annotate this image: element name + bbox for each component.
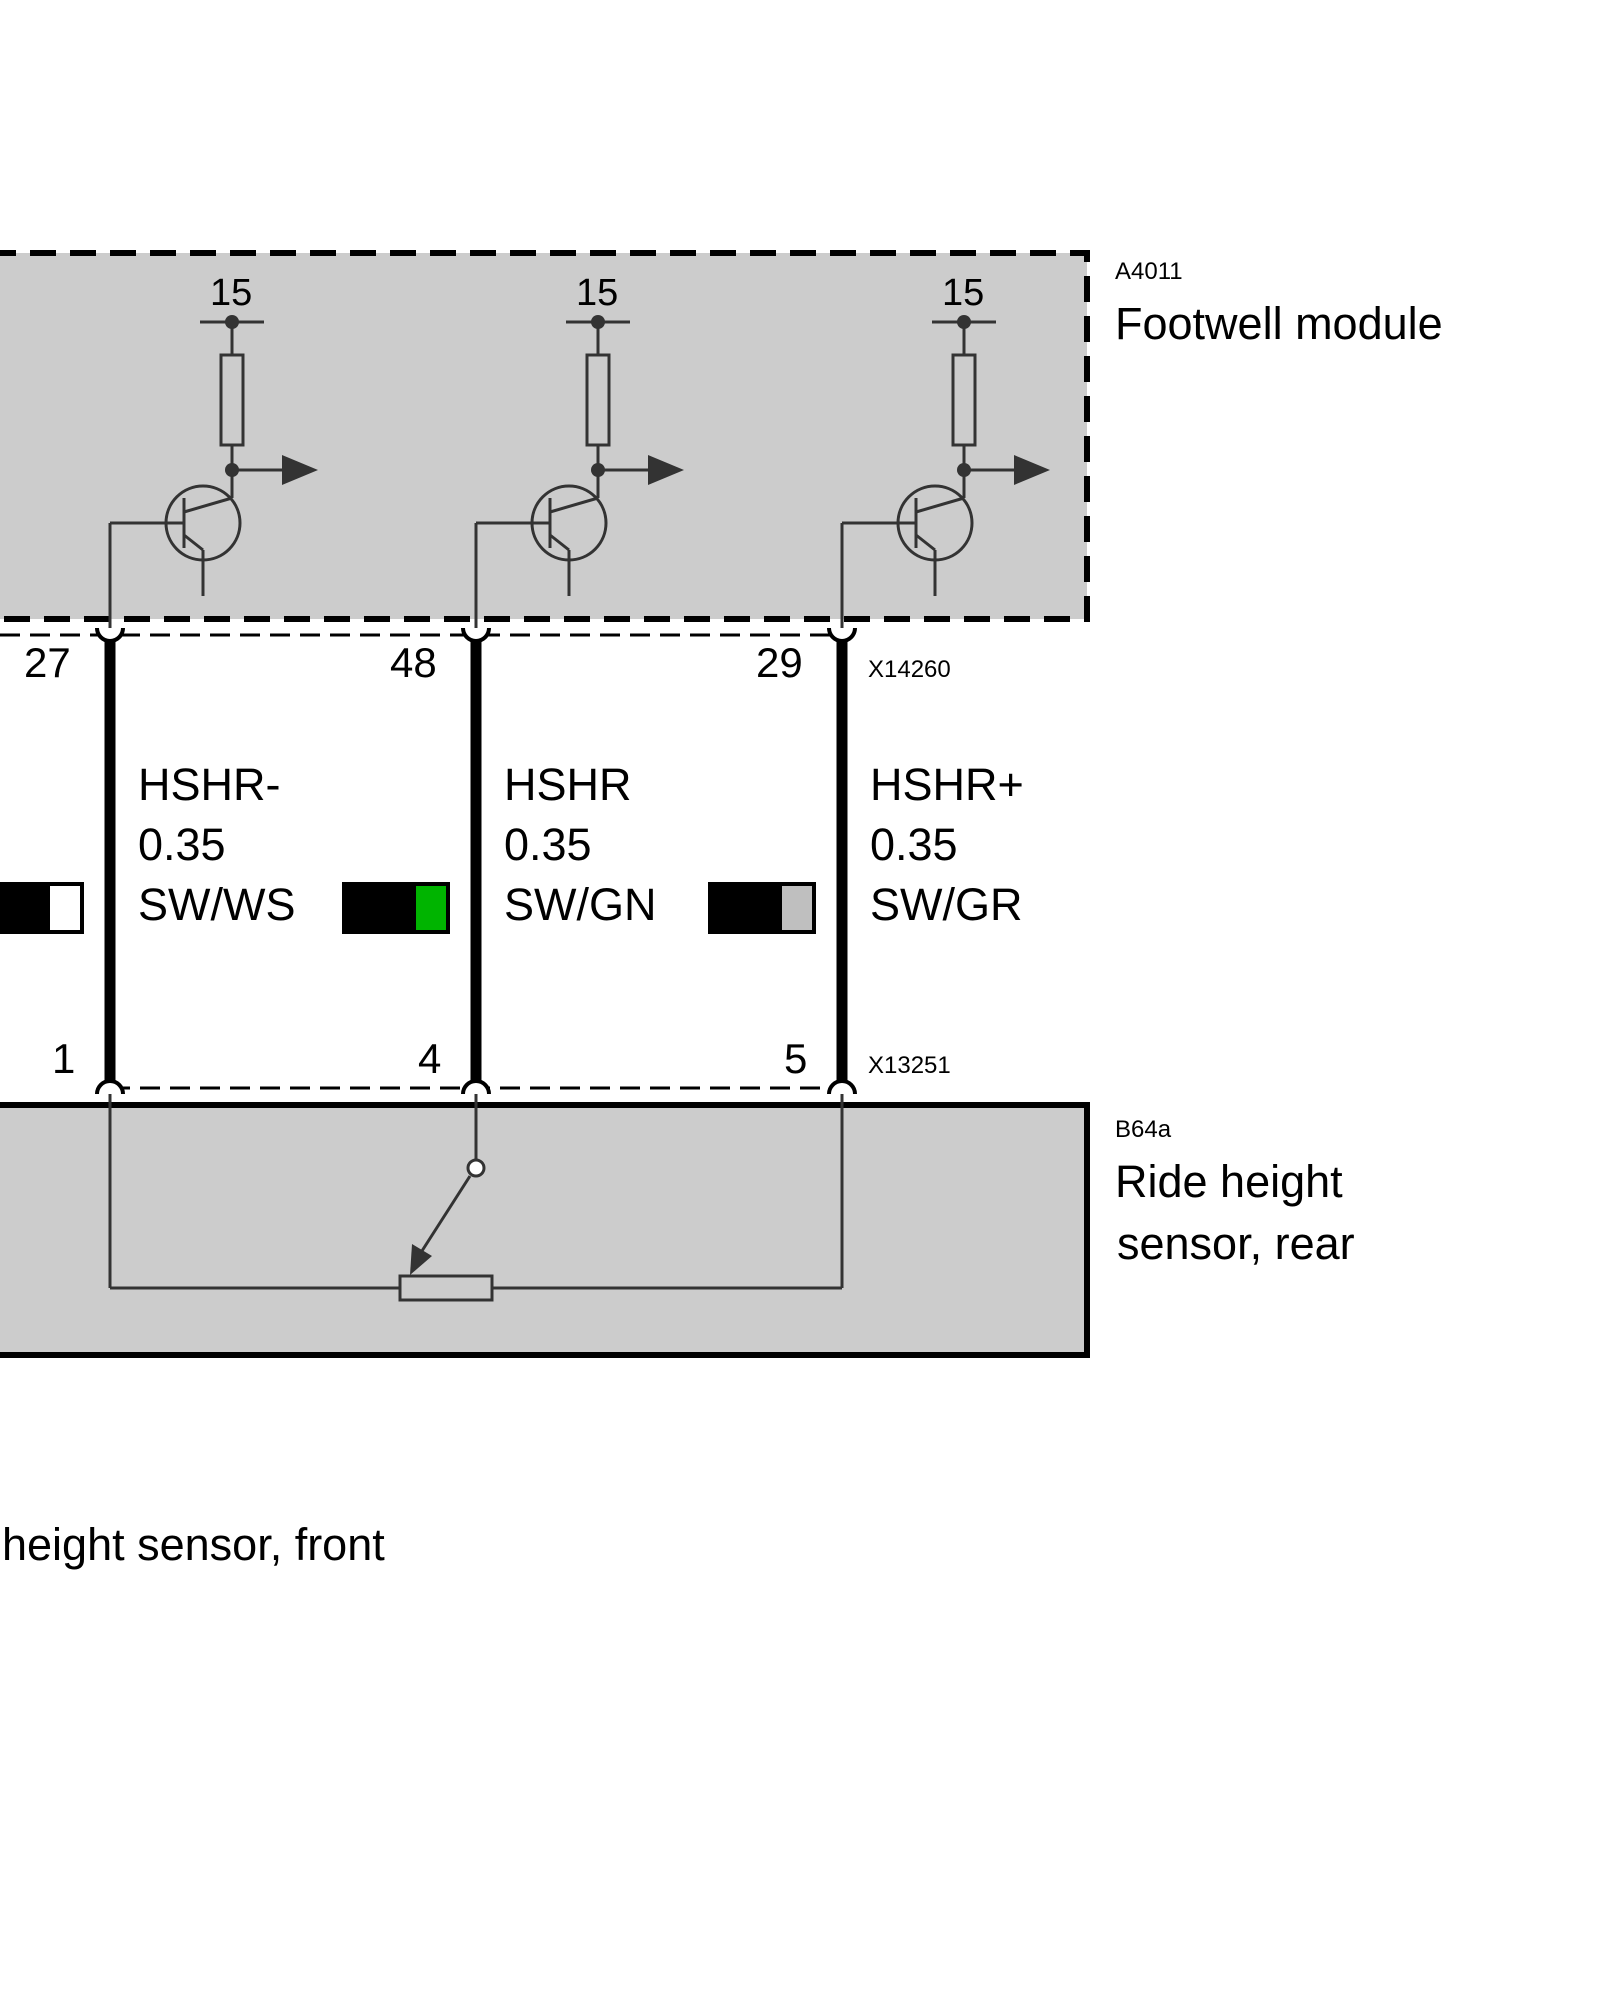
sensor-circuit [108,1094,844,1302]
wiper-arrow [410,1244,432,1275]
supply-label-1: 15 [210,272,252,314]
pin-bottom-1: 1 [52,1035,75,1082]
pin-top-29: 29 [756,639,803,686]
sensor-id: B64a [1115,1116,1172,1143]
wire-2-color-code: SW/GN [504,879,657,930]
wire-1-size: 0.35 [138,819,226,870]
wire-1-signal: HSHR- [138,759,281,810]
sensor-name-line2: sensor, rear [1117,1218,1355,1269]
transistor-stage-2 [474,320,648,628]
pin-bottom-5: 5 [784,1035,807,1082]
transistor-stage-1 [108,320,282,628]
footwell-module-border [0,250,1090,622]
footwell-module-box [0,253,1087,619]
connector-top-id: X14260 [868,656,951,683]
supply-label-2: 15 [576,272,618,314]
pin-top-27: 27 [24,639,71,686]
wire-2-size: 0.35 [504,819,592,870]
supply-label-3: 15 [942,272,984,314]
wire-1-color-code: SW/WS [138,879,295,930]
wire-1-swatch [0,882,84,934]
wire-2-swatch [342,882,450,934]
ride-height-sensor-box [0,1102,1090,1358]
front-sensor-label: height sensor, front [2,1519,385,1570]
pin-bottom-4: 4 [418,1035,441,1082]
wire-2-signal: HSHR [504,759,632,810]
module-id: A4011 [1115,258,1183,285]
sensor-name-line1: Ride height [1115,1156,1343,1207]
wire-3-color-code: SW/GR [870,879,1023,930]
connector-bottom-id: X13251 [868,1052,951,1079]
wire-3-size: 0.35 [870,819,958,870]
wire-3-signal: HSHR+ [870,759,1024,810]
pin-top-48: 48 [390,639,437,686]
module-name: Footwell module [1115,298,1443,349]
wire-3-swatch [708,882,816,934]
